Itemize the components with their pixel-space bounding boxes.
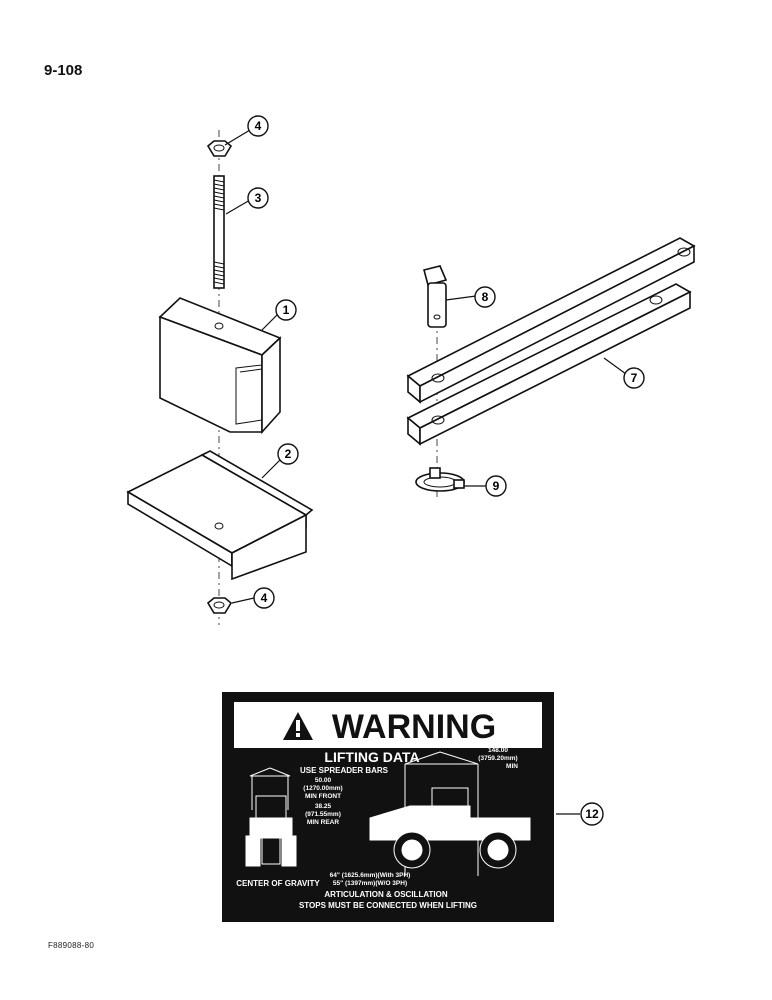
hex-nut-top	[206, 140, 233, 157]
lynch-pin	[415, 467, 465, 492]
warning-decal: WARNING LIFTING DATA USE SPREADER BARS 1…	[222, 692, 554, 922]
tractor-front-view	[245, 795, 297, 867]
rear-value: 38.25	[315, 803, 332, 810]
svg-text:9: 9	[493, 479, 500, 493]
hex-nut-bottom	[206, 597, 233, 614]
svg-text:4: 4	[261, 591, 268, 605]
callout-4-bottom: 4	[253, 587, 275, 609]
cog-line1: 64" (1625.6mm)(With 3PH)	[330, 872, 411, 879]
front-label: MIN FRONT	[305, 793, 341, 800]
articulation-text: ARTICULATION & OSCILLATION	[324, 890, 447, 899]
cog-label: CENTER OF GRAVITY	[236, 879, 320, 888]
warning-title: WARNING	[332, 708, 496, 746]
warning-triangle-icon	[283, 712, 313, 740]
threaded-stud	[213, 175, 225, 289]
stops-text: STOPS MUST BE CONNECTED WHEN LIFTING	[299, 901, 477, 910]
svg-text:12: 12	[585, 807, 599, 821]
svg-text:3: 3	[255, 191, 262, 205]
callout-4-top: 4	[247, 115, 269, 137]
rear-mm: (971.55mm)	[305, 811, 341, 818]
page-number: 9-108	[44, 62, 83, 79]
callout-8: 8	[474, 286, 496, 308]
dim-top-value: 148.00	[488, 747, 508, 754]
svg-text:7: 7	[631, 371, 638, 385]
link-bar-lower	[406, 283, 692, 446]
svg-text:1: 1	[283, 303, 290, 317]
front-value: 50.00	[315, 777, 332, 784]
svg-text:4: 4	[255, 119, 262, 133]
callout-12: 12	[580, 802, 604, 826]
dim-top-min: MIN	[506, 763, 518, 770]
callout-2: 2	[277, 443, 299, 465]
front-mm: (1270.00mm)	[303, 785, 342, 792]
rear-label: MIN REAR	[307, 819, 339, 826]
dim-top-mm: (3759.20mm)	[478, 755, 517, 762]
link-bar-upper	[406, 237, 696, 404]
spacer-block	[158, 297, 282, 435]
callout-7: 7	[623, 367, 645, 389]
tractor-side-view	[369, 787, 531, 869]
callout-3: 3	[247, 187, 269, 209]
svg-text:2: 2	[285, 447, 292, 461]
u-channel-bracket	[126, 450, 314, 581]
clevis-pin	[423, 265, 448, 328]
figure-id: F889088-80	[48, 941, 95, 950]
callout-1: 1	[275, 299, 297, 321]
lifting-data-title: LIFTING DATA	[324, 749, 419, 765]
callout-9: 9	[485, 475, 507, 497]
svg-text:8: 8	[482, 290, 489, 304]
use-spreader-bars: USE SPREADER BARS	[300, 766, 389, 775]
cog-line2: 55" (1397mm)(W/O 3PH)	[333, 880, 407, 887]
